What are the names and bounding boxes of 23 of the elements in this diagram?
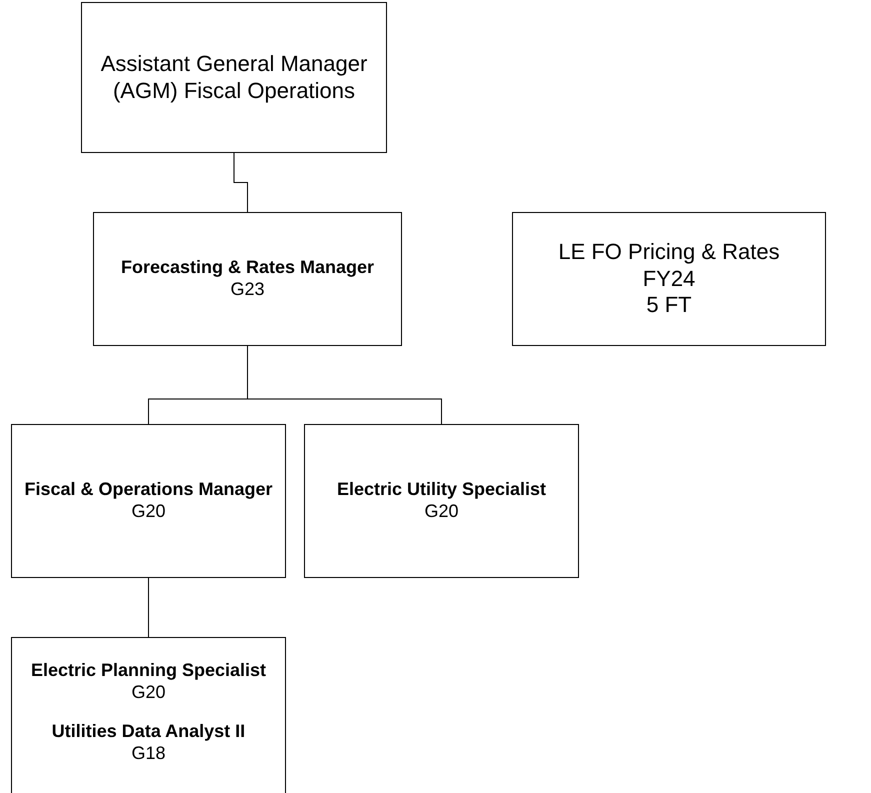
grade-label: G18 xyxy=(131,742,166,764)
job-title: Fiscal & Operations Manager xyxy=(24,479,273,501)
grade-label: FY24 xyxy=(642,266,696,292)
unit-name: LE FO Pricing & Rates xyxy=(558,239,780,266)
job-title: Electric Planning Specialist xyxy=(30,660,266,682)
job-title: Forecasting & Rates Manager xyxy=(120,257,374,279)
org-box xyxy=(11,637,286,793)
org-box xyxy=(11,424,286,578)
connector-line xyxy=(234,152,248,212)
org-box xyxy=(93,212,402,346)
connector-line xyxy=(247,346,442,424)
connector-line xyxy=(148,578,149,638)
grade-label: G20 xyxy=(424,501,459,523)
unit-name: Assistant General Manager (AGM) Fiscal Operations xyxy=(100,51,368,104)
grade-label: 5 FT xyxy=(646,292,692,319)
job-title: Electric Utility Specialist xyxy=(336,479,546,501)
org-box xyxy=(81,2,387,153)
org-box xyxy=(512,212,826,346)
grade-label: G20 xyxy=(131,501,166,523)
grade-label: G23 xyxy=(230,279,265,301)
grade-label: G20 xyxy=(131,682,166,704)
org-box xyxy=(304,424,579,578)
job-title: Utilities Data Analyst II xyxy=(52,721,246,743)
